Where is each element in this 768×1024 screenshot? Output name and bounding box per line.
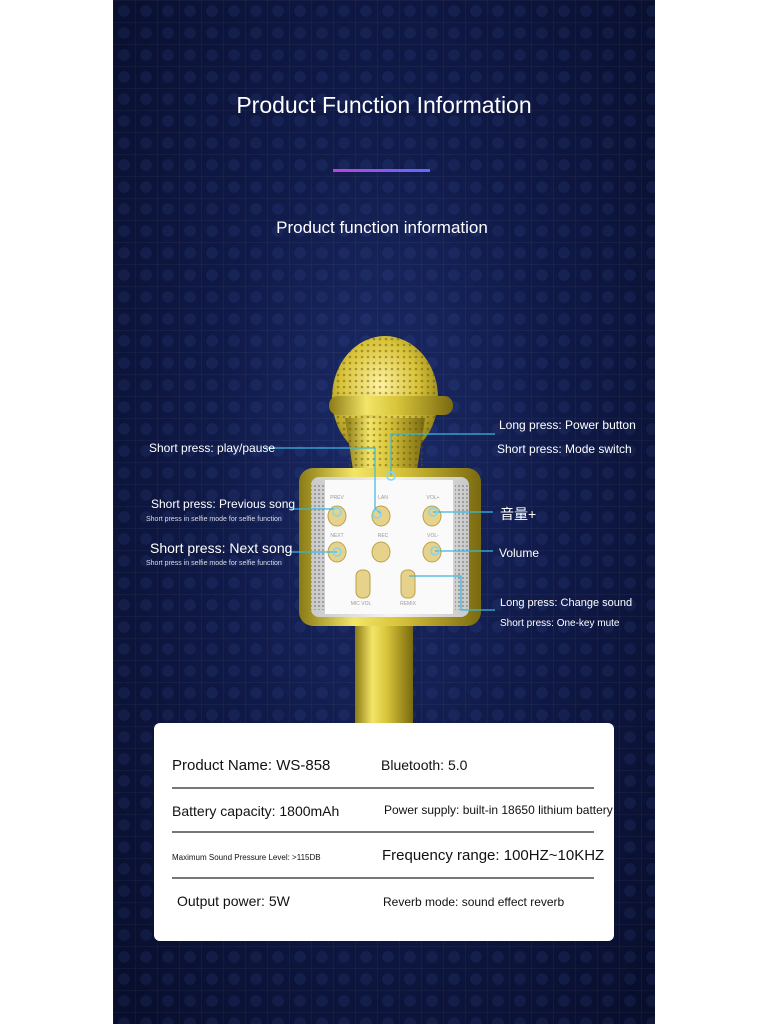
- spec-reverb: Reverb mode: sound effect reverb: [383, 895, 565, 909]
- microphone-illustration: PREV LAN VOL+ NEXT REC VOL- MIC VOL REMI…: [265, 336, 495, 724]
- button-label-remix: REMIX: [400, 601, 417, 607]
- annotation-next-note: Short press in selfie mode for selfie fu…: [146, 560, 282, 567]
- button-label-lan: LAN: [378, 495, 388, 501]
- spec-divider: [172, 787, 594, 789]
- button-label-vol-minus: VOL-: [427, 533, 439, 539]
- annotation-power: Long press: Power button: [499, 418, 636, 432]
- spec-card: Product Name: WS-858 Bluetooth: 5.0 Batt…: [154, 723, 614, 941]
- spec-divider: [172, 831, 594, 833]
- annotation-volume: Volume: [499, 546, 540, 560]
- annotation-prev: Short press: Previous song: [151, 497, 296, 511]
- button-label-prev: PREV: [330, 495, 344, 501]
- spec-power-supply: Power supply: built-in 18650 lithium bat…: [384, 803, 613, 817]
- button-label-rec: REC: [378, 533, 389, 539]
- annotation-change-sound: Long press: Change sound: [500, 597, 633, 609]
- spec-max-spl: Maximum Sound Pressure Level: >115DB: [172, 853, 321, 862]
- annotation-prev-note: Short press in selfie mode for selfie fu…: [146, 516, 282, 523]
- button-label-next: NEXT: [330, 533, 343, 539]
- title-accent-line: [333, 169, 430, 172]
- page-title: Product Function Information: [236, 92, 532, 118]
- spec-row: Battery capacity: 1800mAh Power supply: …: [172, 803, 613, 847]
- button-label-mic-vol: MIC VOL: [351, 601, 372, 607]
- spec-battery: Battery capacity: 1800mAh: [172, 803, 340, 819]
- spec-product-name: Product Name: WS-858: [172, 757, 331, 774]
- poster-panel: Product Function Information Product fun…: [113, 0, 655, 1024]
- spec-row: Output power: 5W Reverb mode: sound effe…: [172, 893, 596, 937]
- annotation-volume-up: 音量+: [500, 506, 537, 522]
- annotation-mode: Short press: Mode switch: [497, 442, 632, 456]
- spec-divider: [172, 877, 594, 879]
- spec-row: Maximum Sound Pressure Level: >115DB Fre…: [172, 847, 604, 891]
- button-label-vol-plus: VOL+: [427, 495, 440, 501]
- annotation-play-pause: Short press: play/pause: [149, 441, 276, 455]
- annotation-next: Short press: Next song: [150, 540, 293, 556]
- spec-output-power: Output power: 5W: [177, 893, 290, 909]
- annotation-mute: Short press: One-key mute: [500, 618, 620, 629]
- spec-row: Product Name: WS-858 Bluetooth: 5.0: [172, 757, 596, 801]
- spec-frequency: Frequency range: 100HZ~10KHZ: [382, 847, 605, 864]
- spec-bluetooth: Bluetooth: 5.0: [381, 757, 468, 773]
- page-subtitle: Product function information: [276, 218, 488, 237]
